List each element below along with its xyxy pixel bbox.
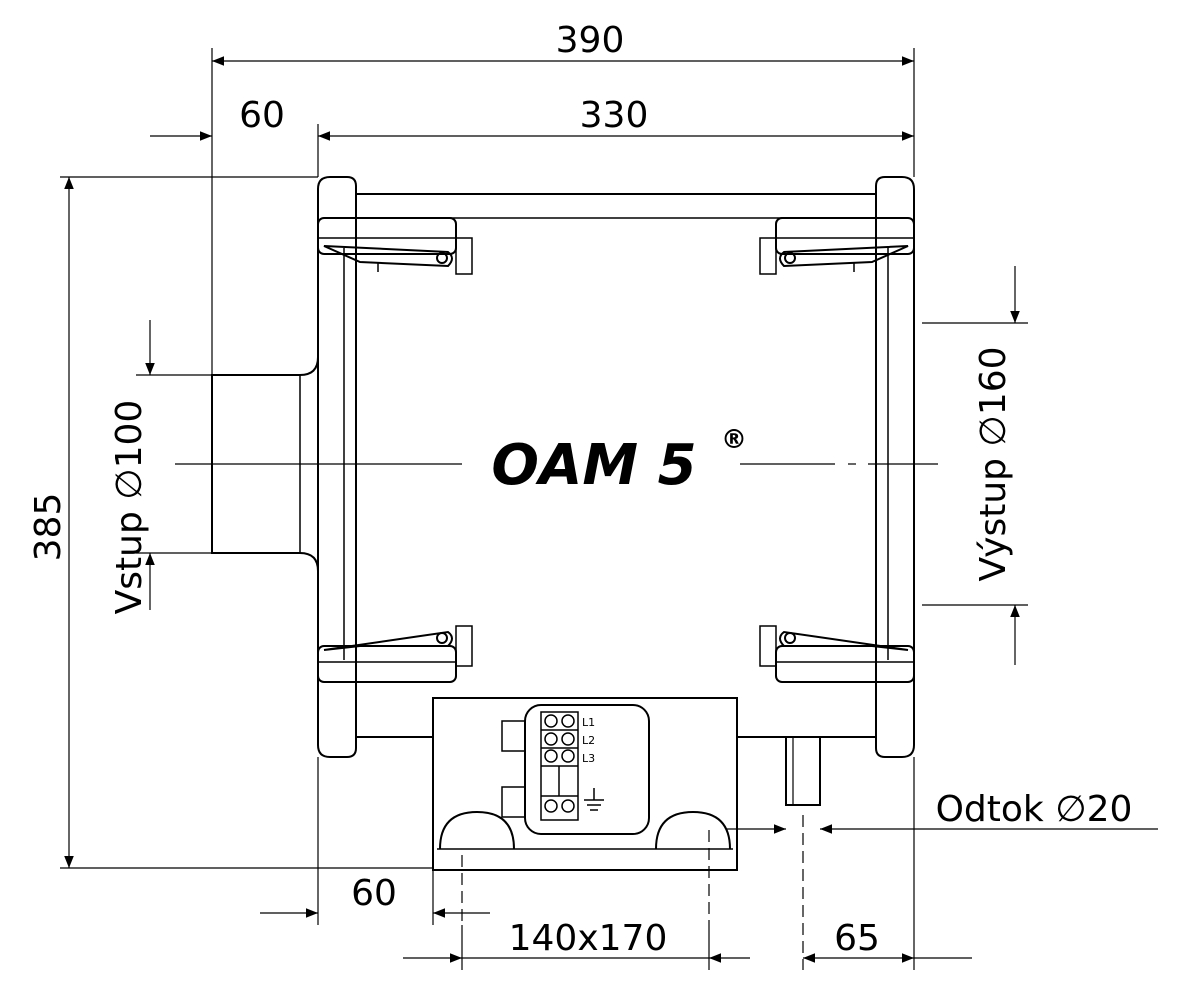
- terminal-label-l2: L2: [582, 734, 595, 747]
- clamp-top-right: [759, 217, 915, 275]
- dim-drain: Odtok ∅20: [936, 789, 1133, 830]
- dim-outlet: Výstup ∅160: [973, 346, 1014, 581]
- registered-mark: ®: [721, 425, 747, 455]
- dim-overall-width: 390: [556, 20, 625, 61]
- model-name: OAM 5: [491, 433, 696, 498]
- clamp-bottom-left: [317, 625, 473, 683]
- foot-right: [655, 810, 731, 850]
- dim-inlet: Vstup ∅100: [109, 400, 150, 615]
- clamp-top-left: [317, 217, 473, 275]
- clamp-bottom-right: [759, 625, 915, 683]
- electrical-box: [432, 697, 738, 871]
- dim-foot-spacing: 140x170: [509, 918, 668, 959]
- dim-inlet-depth: 60: [239, 95, 285, 136]
- dim-overall-height: 385: [28, 493, 69, 562]
- right-flange: [875, 176, 915, 758]
- terminal-panel: [524, 704, 650, 835]
- terminal-label-l3: L3: [582, 752, 595, 765]
- terminal-label-l1: L1: [582, 716, 595, 729]
- foot-left: [439, 810, 515, 850]
- dimension-lines: [60, 48, 1158, 970]
- drain-pipe: [785, 736, 821, 806]
- ground-icon: [584, 788, 604, 811]
- left-flange: [317, 176, 357, 758]
- dim-drain-offset: 65: [834, 918, 880, 959]
- dim-bottom-offset: 60: [351, 873, 397, 914]
- dim-body-width: 330: [580, 95, 649, 136]
- center-lines: [175, 463, 938, 970]
